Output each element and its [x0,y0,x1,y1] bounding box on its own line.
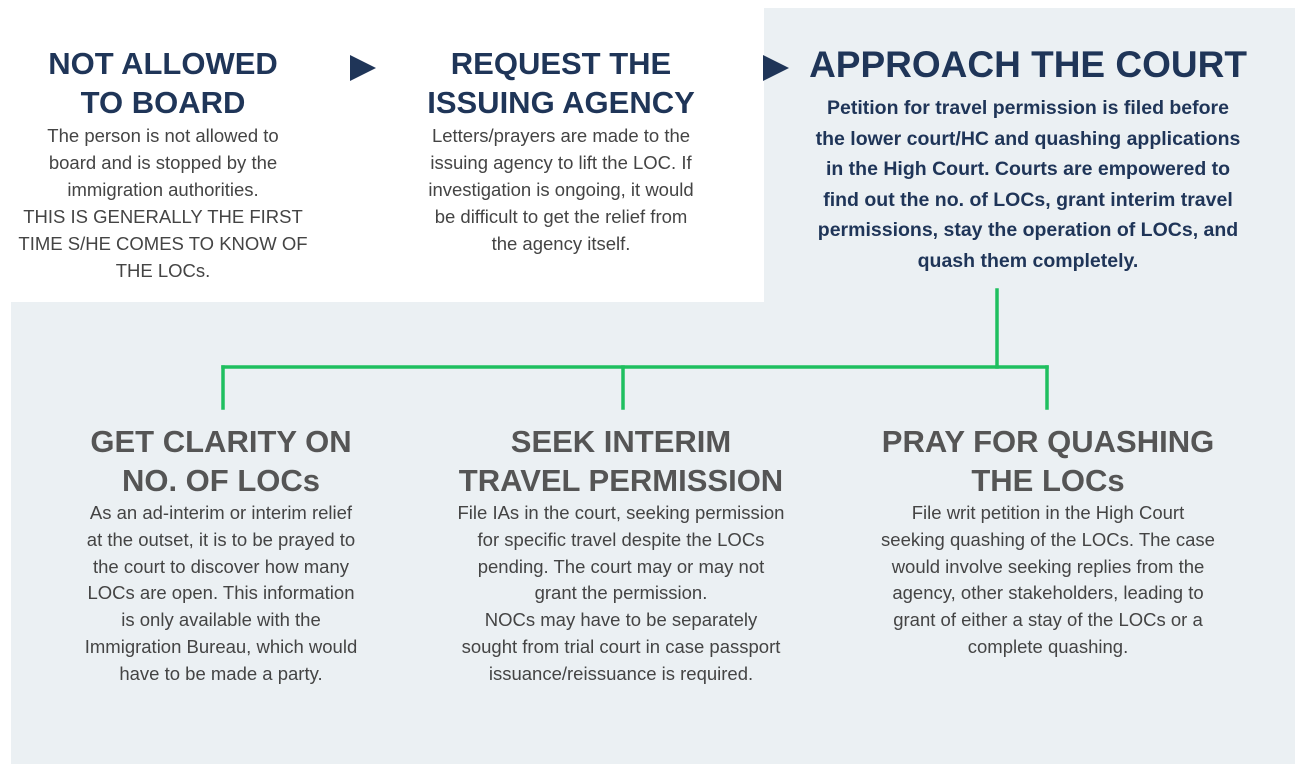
step-title: APPROACH THE COURT [809,44,1247,85]
step-description: Letters/prayers are made to the issuing … [428,125,694,254]
branches-panel-background [11,302,1295,764]
branch-title: GET CLARITY ON NO. OF LOCs [90,424,352,498]
branch-title: PRAY FOR QUASHING THE LOCs [881,424,1215,498]
branch-pray-for-quashing: PRAY FOR QUASHING THE LOCs File writ pet… [859,422,1237,661]
branch-seek-interim-permission: SEEK INTERIM TRAVEL PERMISSION File IAs … [431,422,811,688]
step-description: Petition for travel permission is filed … [815,97,1241,272]
step-request-issuing-agency: REQUEST THE ISSUING AGENCY Letters/praye… [401,44,721,257]
branch-title: SEEK INTERIM TRAVEL PERMISSION [458,424,784,498]
court-panel-background [764,8,1295,304]
arrow-right-icon [350,55,376,81]
branch-description: File IAs in the court, seeking permissio… [457,502,785,684]
arrow-right-icon [763,55,789,81]
branch-description: File writ petition in the High Court see… [881,502,1215,657]
step-approach-the-court: APPROACH THE COURT Petition for travel p… [770,43,1286,276]
branch-get-clarity: GET CLARITY ON NO. OF LOCs As an ad-inte… [61,422,381,688]
step-title: REQUEST THE ISSUING AGENCY [427,46,695,120]
branch-description: As an ad-interim or interim relief at th… [84,502,358,684]
step-not-allowed-to-board: NOT ALLOWED TO BOARD The person is not a… [8,44,318,284]
step-title: NOT ALLOWED TO BOARD [48,46,278,120]
step-description: The person is not allowed to board and i… [18,125,308,281]
